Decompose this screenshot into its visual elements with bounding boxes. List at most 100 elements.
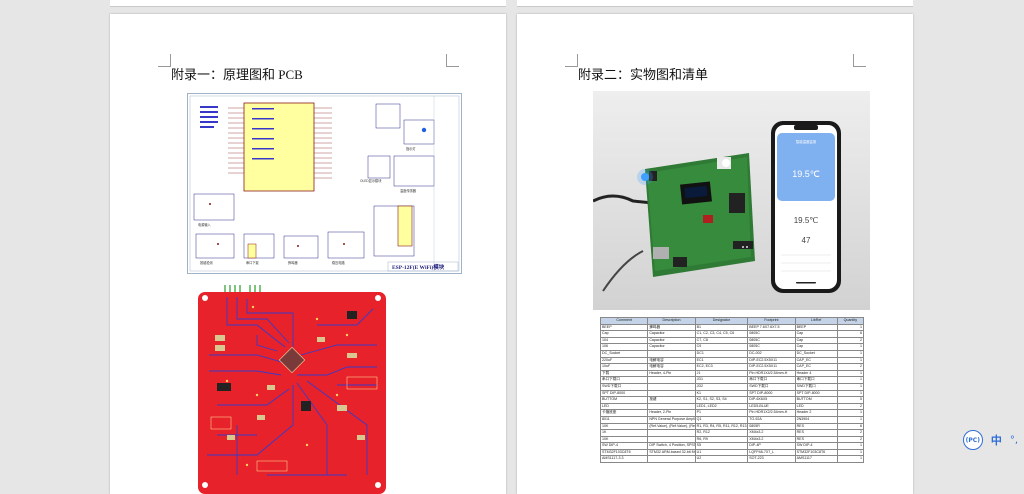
schematic-label: OLED显示模块 — [360, 178, 382, 183]
bom-table: Comment Description Designator Footprint… — [600, 317, 864, 464]
bom-cell: P1 — [694, 409, 749, 417]
bom-cell: 1 — [836, 415, 864, 424]
bom-cell: 串口下载口 — [747, 376, 796, 384]
margin-corner-mark — [158, 54, 171, 67]
bom-cell: 10K — [600, 422, 649, 431]
bom-cell: Capacitor — [647, 336, 696, 345]
bom-cell: 1 — [836, 369, 864, 378]
bom-cell: RES — [794, 422, 838, 431]
bom-cell: Header, 2-Pin — [647, 409, 696, 417]
phone-temperature: 19.5℃ — [794, 216, 819, 225]
bom-cell: DIP Switch, 4 Position, SPST — [647, 442, 696, 450]
bom-cell: Cap — [794, 343, 838, 351]
margin-corner-mark — [565, 54, 578, 67]
bom-cell: 1 — [836, 356, 864, 365]
bom-cell: SW DIP-4 — [794, 442, 838, 450]
bom-cell: BEEP — [794, 323, 838, 332]
bom-cell: 1 — [836, 382, 864, 391]
bom-cell: J1 — [694, 369, 749, 378]
bom-cell: Cap — [794, 336, 838, 345]
bom-cell: DC_Socket — [600, 349, 649, 358]
bom-cell: 1 — [836, 323, 864, 332]
bom-cell: DC1 — [694, 349, 749, 358]
bom-cell: SPT DIP-8000 — [794, 389, 838, 398]
phone-humidity: 47 — [802, 236, 811, 245]
bom-cell: Pin HDR1X4/2.54mm-H — [747, 369, 796, 378]
bom-header-row: Comment Description Designator Footprint… — [600, 317, 864, 325]
ime-badge-button[interactable]: (PC) — [962, 430, 983, 450]
bom-cell: CAP_EC — [794, 356, 838, 365]
bom-cell: LED5-BLUE — [747, 402, 796, 411]
bom-cell: 104 — [600, 336, 649, 345]
bom-cell: LQFP48-7X7_L — [747, 448, 796, 457]
bom-cell: EC2, EC3 — [694, 363, 749, 371]
bom-cell — [647, 382, 696, 391]
document-page-right: 附录二：实物图和清单 — [517, 14, 913, 494]
margin-corner-mark — [446, 54, 459, 67]
previous-page-left — [110, 0, 506, 7]
hardware-photo: 智能温度监测 19.5℃ 19.5℃ 47 — [593, 91, 870, 310]
bom-cell: 0805C — [747, 330, 796, 338]
bom-cell: 10uF — [600, 363, 649, 371]
bom-cell: 8011 — [600, 415, 649, 424]
bom-cell: C1, C2, C3, C4, C5, C6 — [694, 330, 749, 338]
schematic-label: 指示灯 — [406, 146, 416, 151]
schematic-label: 串口下载 — [246, 260, 260, 265]
bom-row: 10K(Ref.Value), (Ref.Value), (Ref.Value)… — [600, 422, 864, 431]
margin-corner-mark — [853, 54, 866, 67]
bom-cell: SWD下载口 — [794, 382, 838, 391]
bom-cell: DIP-EC2.5X5X11 — [747, 363, 796, 371]
bom-cell: Capacitor — [647, 343, 696, 351]
bom-cell: R6, R9 — [694, 435, 749, 444]
schematic-label: 按键检测 — [200, 260, 213, 265]
bom-cell: S5 — [694, 442, 749, 450]
phone-app-title: 智能温度监测 — [796, 139, 817, 144]
bom-cell: 下载 — [600, 369, 649, 378]
bom-cell: DC_Socket — [794, 349, 838, 358]
bom-cell: RES — [794, 435, 838, 444]
bom-cell: 蜂鸣器 — [647, 323, 696, 332]
bom-cell: 2 — [836, 429, 864, 437]
punctuation-mode-button[interactable]: °, — [1009, 434, 1018, 446]
bom-cell: R2, R12 — [694, 429, 749, 437]
bom-cell: 1 — [836, 409, 864, 417]
bom-cell: JD2 — [694, 382, 749, 391]
bom-cell: SWD下载口 — [747, 382, 796, 391]
schematic-label: 温度传感器 — [400, 188, 417, 193]
bom-cell: SWD下载口 — [600, 382, 649, 391]
appendix-two-heading: 附录二：实物图和清单 — [578, 67, 709, 82]
bom-cell: XM4x3.2 — [747, 435, 796, 444]
previous-page-right — [517, 0, 913, 7]
bom-cell: C9 — [694, 343, 749, 351]
bom-cell: 电解电容 — [647, 363, 696, 371]
bom-cell: LED1, LED2 — [694, 402, 749, 411]
bom-cell: 2N3904 — [794, 415, 838, 424]
bom-column-header: LibRef — [794, 317, 838, 325]
bom-cell: 1 — [836, 343, 864, 351]
bom-cell: XM4x3.2 — [747, 429, 796, 437]
bom-table-figure: Comment Description Designator Footprint… — [600, 317, 864, 494]
bom-cell: RES — [794, 429, 838, 437]
bom-cell: 220uF — [600, 356, 649, 365]
bom-cell: Header 2 — [794, 409, 838, 417]
bom-cell: 0805C — [747, 343, 796, 351]
bom-cell: 串口下载口 — [794, 376, 838, 384]
schematic-label: 蜂鸣器 — [288, 260, 298, 265]
bom-cell: LED — [794, 402, 838, 411]
floating-ime-toolbar: (PC) 中 °, — [962, 430, 1018, 450]
bom-cell: Capacitor — [647, 330, 696, 338]
bom-cell: NPN General Purpose Amplifier — [647, 415, 696, 424]
chinese-input-toggle[interactable]: 中 — [990, 434, 1002, 447]
bom-cell: 1 — [836, 376, 864, 384]
bom-cell: 串口下载口 — [600, 376, 649, 384]
bom-cell: C7, C8 — [694, 336, 749, 345]
